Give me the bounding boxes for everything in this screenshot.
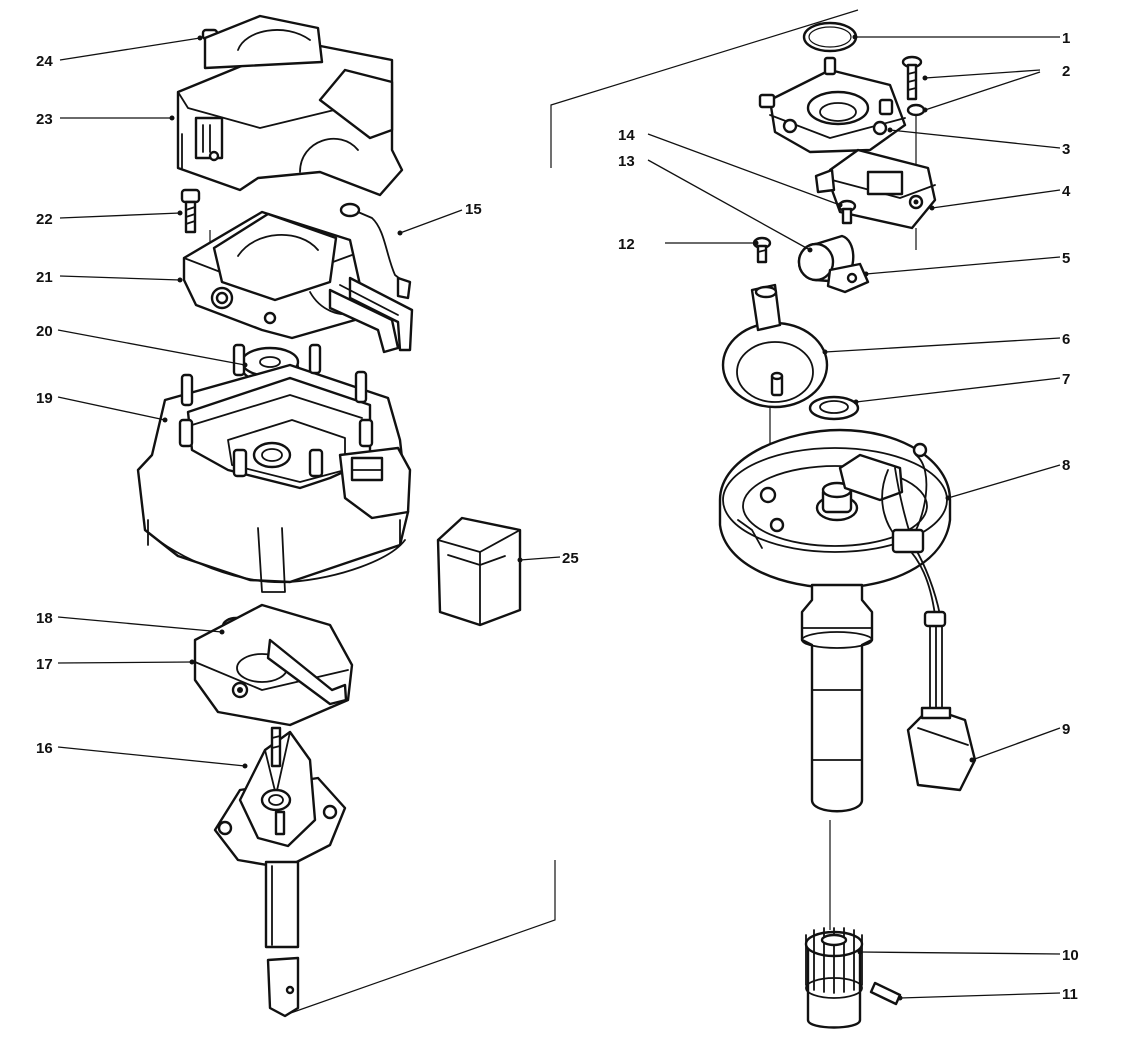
callout-20: 20: [36, 323, 53, 340]
part-1-retaining-ring: [802, 21, 858, 53]
part-5-capacitor: [797, 234, 870, 294]
callout-16: 16: [36, 740, 53, 757]
callout-19: 19: [36, 390, 53, 407]
part-21-ignition-coil: [182, 210, 414, 354]
callout-7: 7: [1062, 371, 1070, 388]
callout-9: 9: [1062, 721, 1070, 738]
callout-11: 11: [1062, 986, 1078, 1003]
part-11-roll-pin: [869, 981, 902, 1006]
callout-21: 21: [36, 269, 53, 286]
part-17-rotor: [193, 603, 354, 727]
callout-1: 1: [1062, 30, 1070, 47]
callout-14: 14: [618, 127, 635, 144]
part-6-vacuum-advance: [721, 283, 829, 409]
part-9-wiring-connector: [906, 610, 977, 792]
callout-18: 18: [36, 610, 53, 627]
callout-22: 22: [36, 211, 53, 228]
callout-3: 3: [1062, 141, 1070, 158]
callout-2: 2: [1062, 63, 1070, 80]
centerline-top: [550, 9, 859, 168]
part-10-drive-gear: [804, 927, 864, 1029]
callout-5: 5: [1062, 250, 1070, 267]
part-23-coil-cover: [176, 14, 404, 197]
part-22-bolt: [180, 188, 201, 234]
part-15-ground-wire: [339, 202, 412, 300]
part-2-screw-washer: [901, 55, 926, 117]
part-25-connector-boot: [436, 516, 522, 627]
callout-4: 4: [1062, 183, 1071, 200]
part-19-distributor-cap: [136, 343, 412, 593]
callout-labels: 1 2 3 4 5 6 7 8 9 10 11 12 13 14 15 16 1…: [36, 30, 1079, 1003]
part-4-ignition-module: [814, 148, 937, 230]
callout-17: 17: [36, 656, 53, 673]
part-8-distributor-housing: [718, 428, 952, 813]
callout-12: 12: [618, 236, 635, 253]
callout-23: 23: [36, 111, 53, 128]
callout-13: 13: [618, 153, 635, 170]
centerline-bottom: [284, 860, 556, 1016]
callout-6: 6: [1062, 331, 1070, 348]
part-3-pole-piece: [758, 56, 907, 154]
part-16-advance-assembly: [213, 726, 347, 1018]
leader-lines: [57, 34, 1061, 1001]
callout-10: 10: [1062, 947, 1079, 964]
callout-24: 24: [36, 53, 53, 70]
callout-15: 15: [465, 201, 482, 218]
part-7-washer: [808, 395, 860, 421]
callout-25: 25: [562, 550, 579, 567]
callout-8: 8: [1062, 457, 1070, 474]
